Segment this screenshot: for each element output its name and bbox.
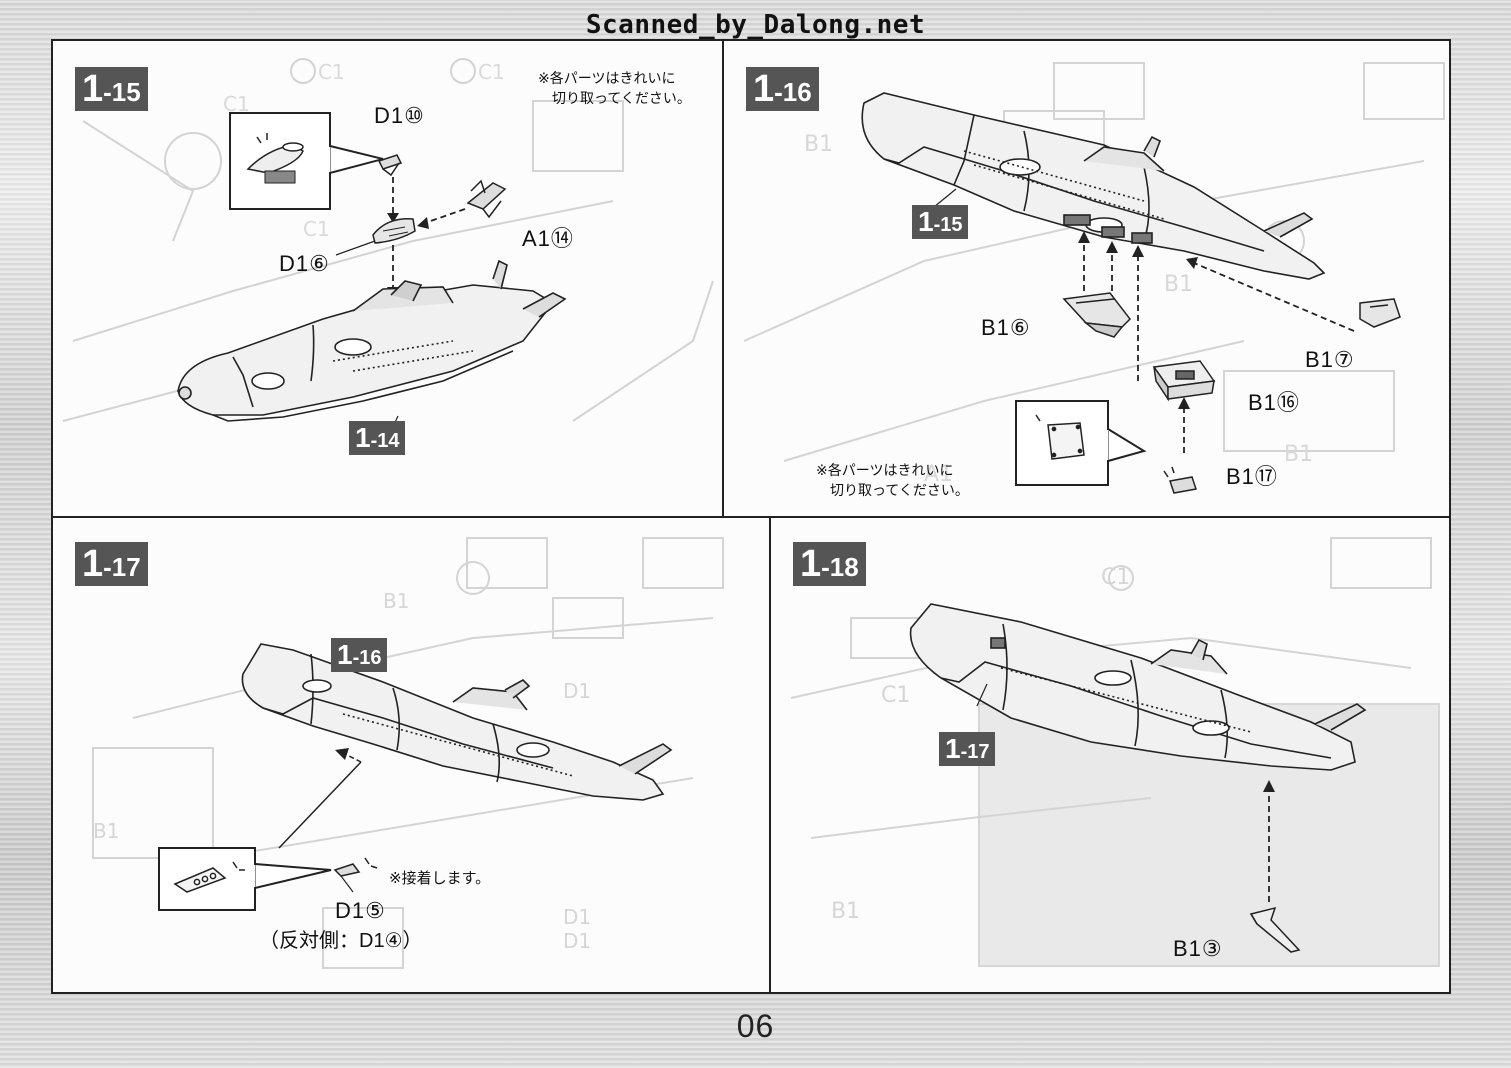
svg-text:D1: D1 — [563, 905, 591, 929]
battleship-hull-icon — [241, 643, 673, 801]
svg-text:B1: B1 — [93, 819, 119, 843]
plate-detail-icon — [1035, 414, 1085, 460]
reference-step-1-15: 1-15 — [912, 205, 969, 239]
assembly-illustration — [158, 643, 673, 911]
part-label-a1-14: A1⑭ — [522, 226, 574, 251]
part-d1-5-icon — [333, 857, 378, 877]
svg-text:C1: C1 — [318, 60, 345, 84]
svg-text:C1: C1 — [881, 683, 910, 708]
part-b1-3-icon — [1249, 906, 1301, 953]
svg-text:C1: C1 — [1101, 565, 1130, 590]
battleship-hull-icon — [177, 259, 567, 422]
svg-text:D1: D1 — [563, 929, 591, 953]
glue-note: ※接着します。 — [389, 869, 491, 887]
part-d1-6-icon — [372, 218, 416, 244]
svg-text:A1: A1 — [924, 462, 953, 487]
reference-step-1-16: 1-16 — [331, 638, 388, 672]
step-panel-1-15: C1 C1 C1 C1 1-15 ※各パーツはきれいに 切り取ってください。 — [53, 41, 724, 518]
svg-text:C1: C1 — [303, 217, 330, 241]
step-panel-1-17: D1 D1 D1 B1 B1 1-17 — [53, 518, 771, 992]
part-label-b1-16: B1⑯ — [1248, 390, 1300, 415]
svg-text:B1: B1 — [1284, 442, 1313, 467]
part-a1-14-icon — [466, 179, 507, 219]
step-panel-1-16: B1 B1 B1 A1 1-16 — [724, 41, 1449, 518]
battleship-hull-icon — [861, 92, 1326, 280]
part-label-d1-10: D1⑩ — [374, 103, 425, 128]
show-through-backprint: C1 C1 C1 C1 — [62, 58, 714, 422]
part-label-b1-7: B1⑦ — [1305, 347, 1355, 372]
step-number: 1-18 — [793, 542, 866, 586]
part-label-b1-3: B1③ — [1173, 936, 1223, 961]
svg-text:C1: C1 — [478, 60, 505, 84]
part-label-opposite-side-d1-4: （反対側：D1④） — [259, 930, 423, 952]
page-number: 06 — [736, 1008, 775, 1044]
part-b1-17-icon — [1163, 466, 1197, 494]
svg-text:D1: D1 — [563, 679, 591, 703]
part-b1-6-icon — [1062, 292, 1131, 338]
scan-watermark: Scanned_by_Dalong.net — [585, 10, 926, 40]
step-number: 1-17 — [75, 542, 148, 586]
cut-parts-cleanly-note: ※各パーツはきれいに 切り取ってください。 — [816, 463, 969, 499]
part-b1-7-icon — [1359, 298, 1401, 328]
svg-text:B1: B1 — [804, 132, 833, 157]
part-label-d1-6: D1⑥ — [279, 251, 330, 276]
battleship-hull-icon — [909, 603, 1367, 771]
svg-text:B1: B1 — [383, 589, 409, 613]
part-label-b1-6: B1⑥ — [981, 315, 1031, 340]
assembly-illustration — [861, 92, 1401, 494]
step-number: 1-15 — [75, 67, 148, 111]
part-label-d1-5: D1⑤ — [335, 898, 386, 923]
glue-part-detail-icon — [173, 861, 245, 893]
part-b1-16-icon — [1152, 360, 1216, 402]
reference-step-1-17: 1-17 — [939, 732, 996, 766]
assembly-illustration — [177, 112, 567, 432]
part-label-b1-17: B1⑰ — [1226, 464, 1278, 489]
assembly-illustration — [909, 603, 1367, 953]
reference-step-1-14: 1-14 — [349, 421, 406, 455]
step-number: 1-16 — [746, 67, 819, 111]
instruction-sheet: C1 C1 C1 C1 1-15 ※各パーツはきれいに 切り取ってください。 — [51, 39, 1451, 994]
show-through-backprint: D1 D1 D1 B1 B1 — [92, 537, 724, 969]
svg-text:B1: B1 — [1164, 272, 1193, 297]
svg-text:B1: B1 — [831, 899, 860, 924]
gate-detail-icon — [246, 133, 304, 184]
part-d1-10-icon — [377, 154, 403, 177]
cut-parts-cleanly-note: ※各パーツはきれいに 切り取ってください。 — [538, 71, 691, 107]
step-panel-1-18: C1 C1 B1 1-18 — [771, 518, 1449, 992]
